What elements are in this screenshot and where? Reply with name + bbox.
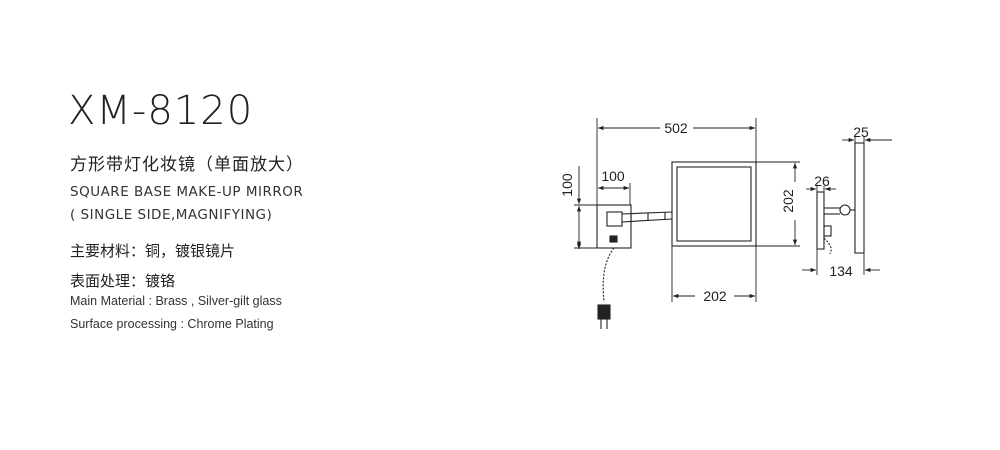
side-joint xyxy=(839,204,851,216)
dim-mirror-width: 202 xyxy=(703,288,727,304)
dim-mirror-height: 202 xyxy=(780,189,796,213)
product-title-cn: 方形带灯化妆镜（单面放大） xyxy=(70,155,304,175)
side-mirror xyxy=(854,142,865,254)
dim-side-depth: 25 xyxy=(853,124,869,140)
mirror-outer xyxy=(671,161,757,247)
dim-base-height: 100 xyxy=(559,173,575,197)
product-title-en-line1: SQUARE BASE MAKE-UP MIRROR xyxy=(70,184,304,200)
material-cn: 主要材料：铜，镀银镜片 xyxy=(70,242,236,260)
side-dimensions xyxy=(802,136,892,275)
dim-total-depth: 134 xyxy=(829,263,853,279)
dim-base-width: 100 xyxy=(601,168,625,184)
plug-icon xyxy=(597,304,611,329)
dim-overall-width: 502 xyxy=(664,120,688,136)
power-cable xyxy=(602,247,615,303)
model-number: XM-8120 xyxy=(68,88,254,134)
material-en: Main Material : Brass , Silver-gilt glas… xyxy=(70,294,282,308)
surface-en: Surface processing : Chrome Plating xyxy=(70,317,274,331)
front-view xyxy=(596,161,757,329)
dim-base-depth: 26 xyxy=(814,173,830,189)
front-dimensions xyxy=(574,118,800,302)
side-switch xyxy=(823,225,832,237)
arm-joint xyxy=(606,211,623,227)
side-base xyxy=(816,191,825,250)
mirror-inner xyxy=(676,166,752,242)
product-title-en-line2: ( SINGLE SIDE,MAGNIFYING) xyxy=(70,207,273,223)
switch-icon xyxy=(609,235,618,243)
side-view xyxy=(816,142,865,255)
surface-cn: 表面处理：镀铬 xyxy=(70,272,176,290)
